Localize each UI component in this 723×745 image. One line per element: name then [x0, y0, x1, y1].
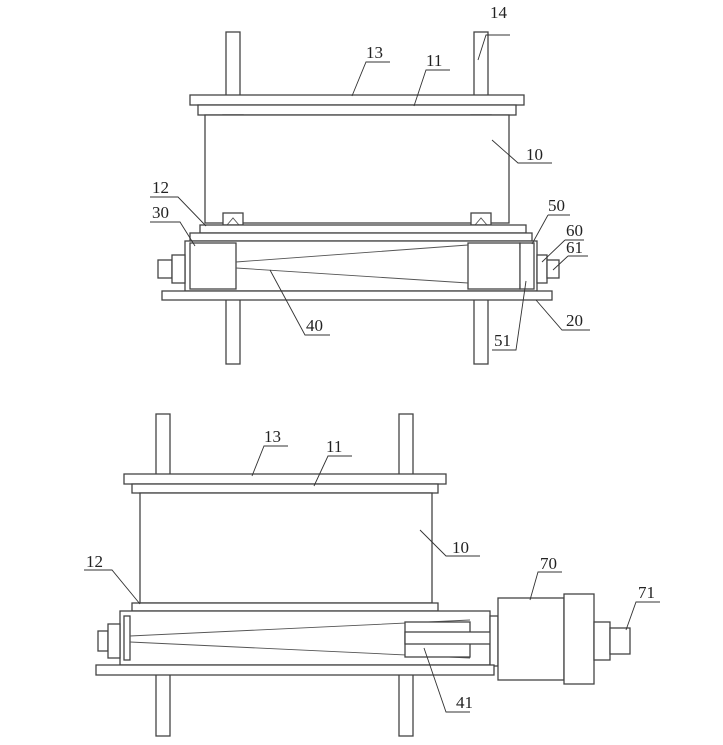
top-plate-11: [197, 104, 517, 116]
base-plate-20: [161, 290, 553, 301]
label-11: 11: [426, 51, 442, 70]
clamp-bottom-left: [222, 212, 244, 226]
leader-30: [150, 221, 196, 247]
top-plate-13: [189, 94, 525, 106]
leader-60: [541, 239, 584, 263]
bolt-left: [157, 259, 173, 279]
leader-70: [529, 571, 562, 601]
label-61: 61: [566, 238, 583, 257]
leader-10-2: [419, 529, 480, 557]
label-51: 51: [494, 331, 511, 350]
leader-40: [269, 269, 330, 336]
leader-50: [531, 214, 570, 245]
top-view: 14 13 11 10 12 30 50 60 61 40 51 20: [150, 3, 590, 365]
label-30: 30: [152, 203, 169, 222]
leader-12-2: [84, 569, 141, 605]
clamp-bottom-right: [470, 212, 492, 226]
plate-12: [199, 224, 527, 234]
label-11-b: 11: [326, 437, 342, 456]
body-10-2: [139, 492, 433, 604]
frame-end-left: [123, 615, 131, 661]
clamp-bottom-left-mark: [226, 217, 240, 226]
label-40: 40: [306, 316, 323, 335]
label-14: 14: [490, 3, 508, 22]
bolt-left-head-2: [107, 623, 121, 659]
label-60: 60: [566, 221, 583, 240]
label-41: 41: [456, 693, 473, 712]
leader-20: [535, 299, 590, 331]
label-12-b: 12: [86, 552, 103, 571]
wedge-40: [235, 244, 469, 284]
label-71: 71: [638, 583, 655, 602]
top-plate-11-2: [131, 483, 439, 494]
bolt-left-head: [171, 254, 186, 284]
bolt-right-61: [546, 259, 560, 279]
label-70: 70: [540, 554, 557, 573]
leader-11: [413, 69, 450, 107]
leader-51: [492, 280, 527, 351]
leader-13: [351, 61, 390, 97]
plate-12-lower: [189, 232, 533, 242]
top-plate-13-2: [123, 473, 447, 485]
motor-70: [497, 597, 565, 681]
base-plate-2: [95, 664, 495, 676]
label-10: 10: [526, 145, 543, 164]
block-right: [467, 242, 521, 290]
shaft-collar: [593, 621, 611, 661]
leader-41: [423, 647, 470, 713]
block-30-left: [189, 242, 237, 290]
bolt-left-2: [97, 630, 109, 652]
shaft-71: [609, 627, 631, 655]
clamp-bottom-right-mark: [474, 217, 488, 226]
leader-10: [491, 139, 552, 164]
body-10: [204, 114, 510, 224]
bottom-view: 13 11 10 12 70 71 41: [84, 413, 660, 737]
label-13-b: 13: [264, 427, 281, 446]
leader-71: [625, 601, 660, 631]
leader-61: [552, 255, 588, 271]
motor-flange: [489, 615, 499, 667]
label-50: 50: [548, 196, 565, 215]
leader-12: [150, 196, 207, 227]
block-50: [519, 242, 535, 290]
label-10-b: 10: [452, 538, 469, 557]
plate-12-2: [131, 602, 439, 612]
label-20: 20: [566, 311, 583, 330]
label-13: 13: [366, 43, 383, 62]
leader-14: [477, 34, 510, 61]
leader-11-2: [313, 455, 352, 487]
motor-cap: [563, 593, 595, 685]
leader-13-2: [251, 445, 288, 477]
label-12: 12: [152, 178, 169, 197]
